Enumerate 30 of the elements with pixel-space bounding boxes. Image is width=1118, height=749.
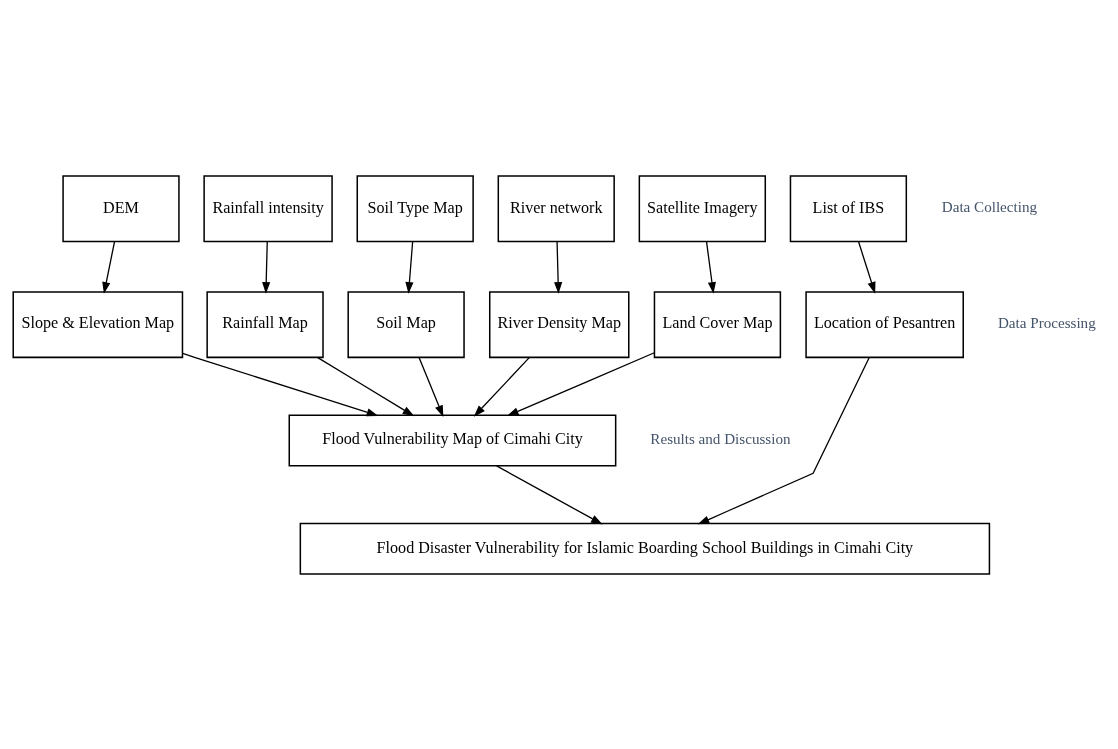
arrow (554, 240, 563, 294)
arrow (102, 240, 116, 294)
arrow (182, 352, 379, 416)
node-box: List of IBS (789, 174, 908, 242)
node-box: Soil Type Map (356, 174, 474, 242)
arrow (697, 356, 870, 524)
node-box: Flood Disaster Vulnerability for Islamic Boarding School Buildings in Cimahi City (299, 522, 991, 575)
arrow (506, 351, 655, 416)
node-box: Soil Map (347, 290, 465, 358)
arrow (857, 240, 876, 294)
node-box: Flood Vulnerability Map of Cimahi City (288, 414, 617, 466)
node-box: Rainfall intensity (203, 174, 333, 242)
label: Data Collecting (941, 198, 1038, 215)
arrow (317, 356, 415, 416)
node-box: Land Cover Map (653, 290, 782, 358)
arrow (705, 240, 716, 294)
node-box: River Density Map (489, 290, 630, 358)
arrow (262, 240, 271, 294)
label: Results and Discussion (650, 430, 791, 447)
arrow (473, 356, 530, 417)
node-box: River network (497, 174, 615, 242)
node-box: Slope & Elevation Map (12, 290, 184, 358)
node-box: DEM (62, 174, 180, 242)
label: Data Processing (997, 314, 1096, 331)
node-box: Satellite Imagery (638, 174, 767, 242)
arrow (405, 240, 414, 294)
arrow (418, 356, 444, 417)
node-box: Rainfall Map (206, 290, 324, 358)
arrow (495, 464, 603, 524)
node-box: Location of Pesantren (805, 290, 964, 358)
